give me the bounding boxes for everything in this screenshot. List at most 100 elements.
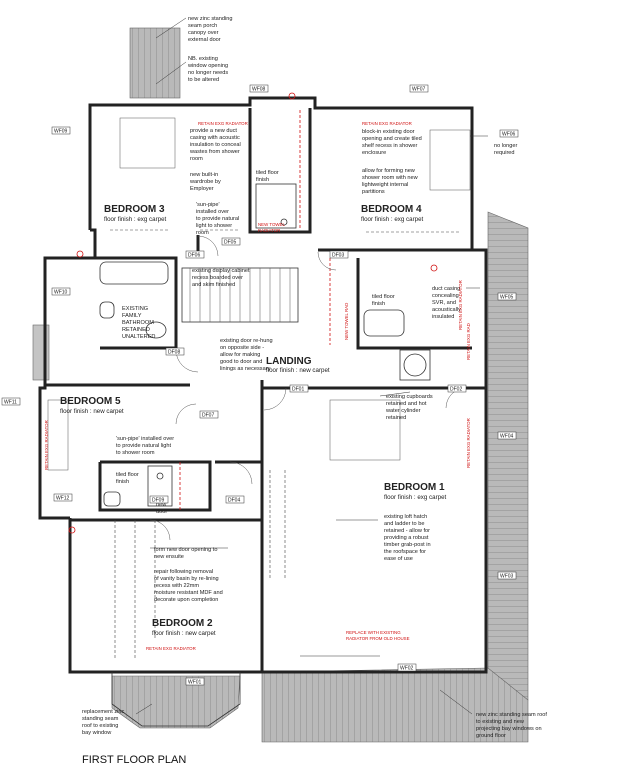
note-line: ease of use [384, 556, 413, 562]
note-duct-svr: duct casing concealing SVR, and acoustic… [432, 286, 461, 320]
window-tag: WF10 [54, 290, 68, 296]
landing-label: LANDING [266, 356, 312, 367]
note-line: concealing [432, 293, 459, 299]
landing-finish: floor finish : new carpet [266, 367, 330, 374]
note-line: NB. existing [188, 56, 218, 62]
bathroom-label: EXISTING FAMILY BATHROOM RETAINED UNALTE… [122, 306, 155, 340]
staircase [181, 267, 299, 323]
bed-4 [429, 129, 471, 191]
note-porch: new zinc standing seam porch canopy over… [188, 16, 232, 43]
note-line: Employer [190, 186, 214, 192]
note-roof-right: new zinc standing seam roof to existing … [476, 712, 547, 739]
note-line: roof to existing [82, 723, 118, 729]
towel-rad-vertical: NEW TOWEL RAD [344, 303, 349, 340]
note-line: retained and hot [386, 401, 427, 407]
window-tag: WF08 [252, 87, 266, 93]
radiator-note-b1: RADIATOR FROM OLD HOUSE [346, 636, 410, 641]
bedroom-2-finish: floor finish : new carpet [152, 630, 216, 637]
radiator-note-b5-vertical: RETAIN EXG RADIATOR [44, 420, 49, 470]
note-line: decorate upon completion [154, 597, 218, 603]
radiator-b1-vertical-c: RETAIN EXG RADIATOR [458, 280, 463, 330]
leader-lines [135, 17, 488, 715]
window-tag: WF01 [188, 680, 202, 686]
note-shower-room-new: allow for forming new shower room with n… [362, 168, 419, 195]
door-tag: DF08 [168, 350, 180, 356]
note-line: external door [188, 37, 221, 43]
note-line: existing loft hatch [384, 514, 427, 520]
ensuite-top-label: tiled floor finish [256, 170, 279, 183]
door-tag: DF01 [292, 387, 304, 393]
note-line: block-in existing door [362, 129, 415, 135]
towel-radiator-note: RADIATOR [258, 228, 280, 233]
bathroom-line: UNALTERED [122, 334, 155, 340]
window-tag: WF12 [56, 496, 70, 502]
note-line: opening and create tiled [362, 136, 422, 142]
window-tag: WF11 [4, 400, 17, 406]
note-block-door: block-in existing door opening and creat… [362, 129, 422, 156]
note-line: shower room with new [362, 175, 419, 181]
bedroom-4-finish: floor finish : exg carpet [361, 216, 424, 223]
note-display-cabinet: existing display cabinet recess boarded … [192, 268, 250, 288]
bed-5 [47, 399, 69, 471]
note-line: recess with 22mm [154, 583, 199, 589]
note-line: acoustically [432, 307, 461, 313]
note-line: existing display cabinet [192, 268, 250, 274]
note-line: providing a robust [384, 535, 429, 541]
window-tag: WF06 [502, 132, 516, 138]
bathroom-line: FAMILY [122, 313, 142, 319]
note-line: repair following removal [154, 569, 213, 575]
wardrobes [110, 229, 460, 660]
note-line: and skim finished [192, 282, 235, 288]
porch-roof [129, 27, 181, 99]
window-tag: WF02 [400, 666, 414, 672]
bottom-right-roof [261, 667, 529, 743]
note-sun-pipe-mid: 'sun-pipe' installed over to provide nat… [116, 436, 174, 456]
bay-roof [111, 675, 241, 729]
shower-tray-mid [147, 465, 173, 507]
window-tag: WF07 [412, 87, 426, 93]
fixtures [47, 117, 471, 507]
door-tag: DF09 [152, 498, 164, 504]
note-line: light to shower [196, 223, 232, 229]
tiled-floor-line: finish [116, 479, 129, 485]
wc-bathroom [99, 301, 115, 319]
radiator-note-b1: REPLACE WITH EXISTING [346, 630, 401, 635]
drain-top [280, 218, 288, 226]
note-line: retained [386, 415, 406, 421]
note-sun-pipe-top: 'sun-pipe' installed over to provide nat… [196, 202, 239, 236]
note-line: shelf recess in shower [362, 143, 417, 149]
note-line: lightweight internal [362, 182, 408, 188]
door-tag: DF02 [450, 387, 462, 393]
note-line: projecting bay windows on [476, 726, 542, 732]
cylinder-cupboard [399, 349, 431, 381]
note-door-rehung: existing door re-hung on opposite side -… [220, 338, 273, 372]
tiled-floor-line: finish [256, 177, 269, 183]
bedroom-5-finish: floor finish : new carpet [60, 408, 124, 415]
note-line: canopy over [188, 30, 219, 36]
note-line: new [156, 502, 167, 508]
note-line: of vanity basin by re-lining [154, 576, 219, 582]
note-line: casing with acoustic [190, 135, 240, 141]
note-line: allow for making [220, 352, 260, 358]
bed-1 [329, 399, 401, 461]
note-cupboards: existing cupboards retained and hot wate… [385, 394, 433, 421]
tiled-floor-line: tiled floor [256, 170, 279, 176]
window-tag: WF04 [500, 434, 514, 440]
note-line: enclosure [362, 150, 386, 156]
note-line: new zinc standing seam roof [476, 712, 547, 718]
note-line: duct casing [432, 286, 460, 292]
note-wf06: no longer required [494, 143, 517, 156]
note-line: SVR, and [432, 300, 456, 306]
note-line: 'sun-pipe' installed over [116, 436, 174, 442]
note-ensuite-opening: form new door opening to new ensuite [154, 547, 217, 560]
note-line: seam porch [188, 23, 217, 29]
note-bay-roof: replacement zinc standing seam roof to e… [82, 709, 124, 736]
bedroom-4-label: BEDROOM 4 [361, 204, 422, 215]
bed-3 [119, 117, 176, 169]
radiator-b1-vertical-a: RETAIN EXG RAD [466, 323, 471, 360]
door-tags: DF05 DF06 DF03 DF08 DF01 DF02 DF07 DF09 … [149, 237, 467, 504]
window-tags: WF08 WF07 WF09 WF06 WF10 WF05 WF11 WF04 … [1, 84, 519, 686]
door-tag: DF05 [224, 240, 236, 246]
note-line: room [190, 156, 203, 162]
note-line: no longer [494, 143, 517, 149]
